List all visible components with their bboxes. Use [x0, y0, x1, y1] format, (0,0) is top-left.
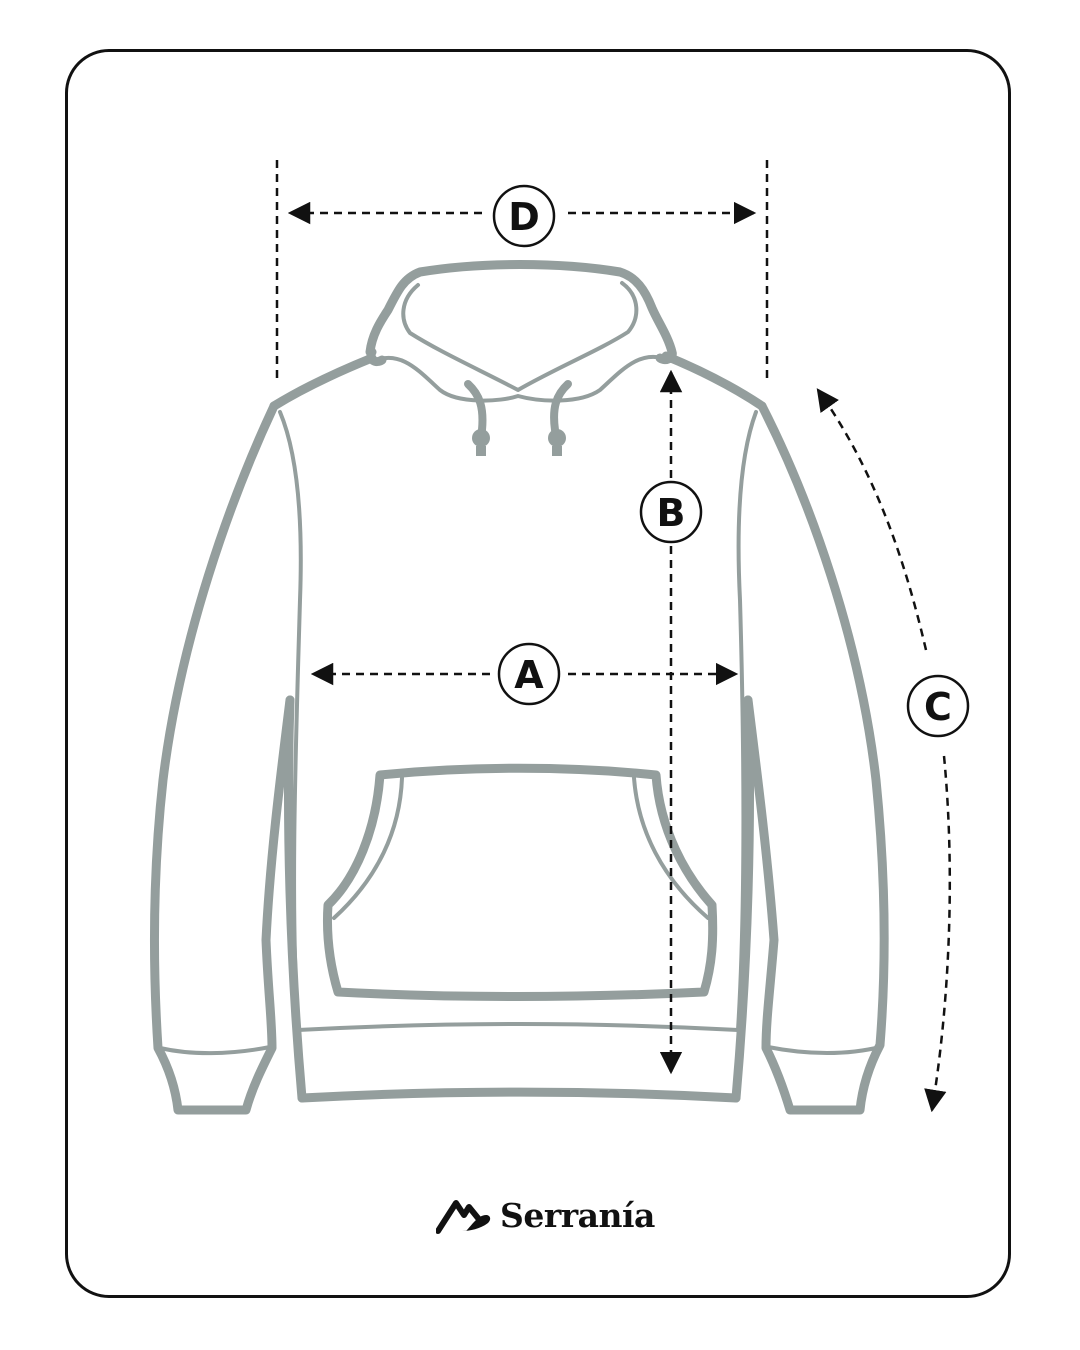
hood-inner — [401, 281, 639, 392]
left-sleeve — [149, 401, 295, 1115]
label-a-text: A — [514, 653, 544, 697]
right-cuff-seam — [766, 1045, 882, 1055]
diagram-frame — [65, 49, 1011, 1298]
measure-label-b: B — [639, 480, 703, 544]
measure-c-down-arrow — [924, 755, 952, 1113]
hem-seam — [296, 1022, 740, 1032]
measure-label-c: C — [906, 674, 970, 738]
brand-logo: Serranía — [436, 1190, 655, 1240]
brand-name: Serranía — [500, 1195, 655, 1235]
left-cuff-seam — [158, 1045, 272, 1056]
measure-label-a: A — [497, 642, 561, 706]
kangaroo-pocket — [323, 763, 718, 1001]
label-c-text: C — [924, 685, 952, 729]
body-right-outer — [731, 695, 754, 1103]
label-b-text: B — [657, 491, 686, 535]
measurement-lines — [275, 160, 952, 1113]
hem-bottom — [297, 1087, 741, 1103]
collar — [370, 354, 670, 403]
mountain-logo-icon — [436, 1200, 491, 1234]
body-left-outer — [284, 695, 307, 1103]
drawstrings — [464, 380, 572, 456]
left-shoulder — [269, 353, 377, 411]
hoodie-illustration — [149, 260, 889, 1115]
right-shoulder — [661, 351, 767, 411]
label-d-text: D — [508, 195, 540, 239]
measure-label-d: D — [492, 184, 556, 248]
pocket-right-seam — [632, 776, 710, 920]
body-right-seam — [736, 410, 758, 1032]
pocket-left-seam — [332, 776, 404, 920]
hood-outline — [365, 260, 677, 365]
right-sleeve — [743, 401, 889, 1115]
measure-c-up-arrow — [816, 388, 928, 651]
